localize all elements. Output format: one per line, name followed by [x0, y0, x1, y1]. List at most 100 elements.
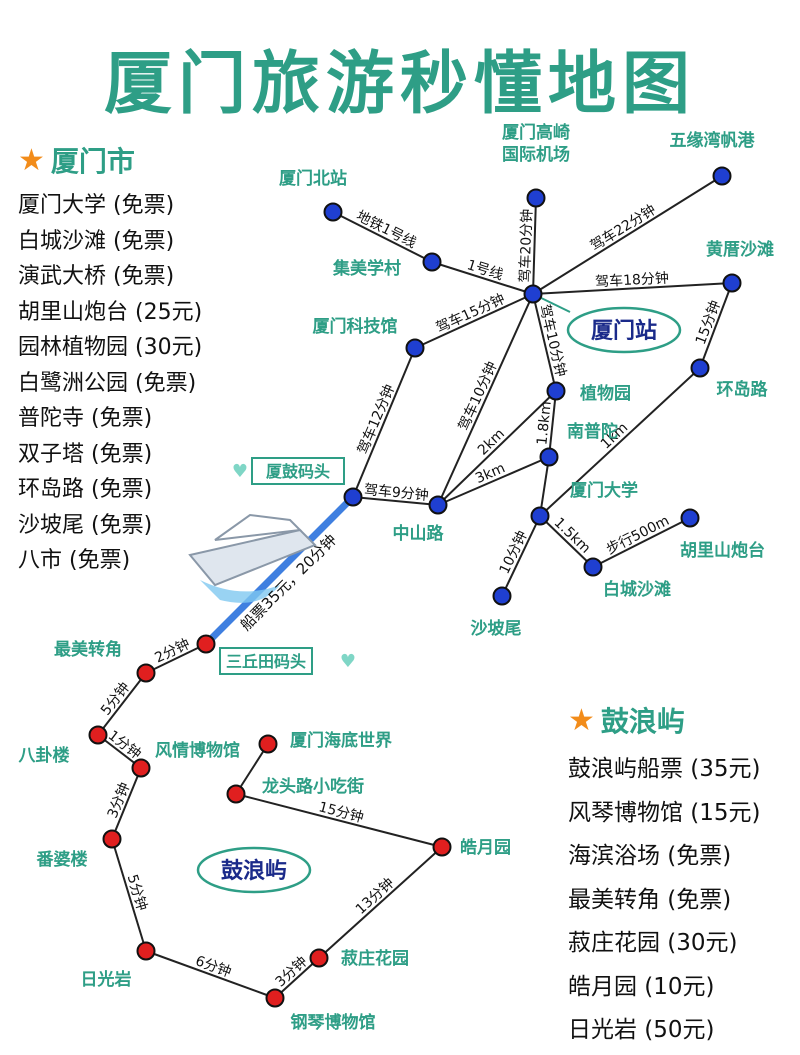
stop-hulishan: [680, 508, 700, 528]
stop-label: 集美学村: [332, 258, 401, 279]
route-line: [501, 515, 541, 597]
sanqiutian-dock: 三丘田码头♥: [219, 647, 356, 675]
route-line: [352, 496, 439, 506]
gulangyu-attraction-item: 菽庄花园 (30元): [568, 930, 738, 956]
route-line: [532, 197, 537, 295]
stop-label: 厦门北站: [279, 168, 347, 189]
star-icon: ★: [568, 702, 595, 738]
route-label: 驾车22分钟: [587, 201, 659, 255]
route-line: [539, 456, 550, 517]
stop-wuyuan: [712, 166, 732, 186]
route-line: [699, 282, 733, 369]
stop-zhiwu: [546, 381, 566, 401]
route-line: [145, 950, 276, 999]
page-title: 厦门旅游秒懂地图: [103, 45, 696, 124]
route-line: [235, 743, 269, 795]
route-line: [318, 846, 443, 959]
route-line: [332, 211, 433, 263]
stop-labels: 厦门北站集美学村厦门高崎国际机场五缘湾帆港黄厝沙滩厦门科技馆环岛路植物园南普陀中…: [19, 122, 775, 1033]
stop-label: 最美转角: [54, 639, 122, 660]
xiamen-panel-heading: ★ 厦门市: [18, 140, 202, 180]
stop-label: 中山路: [393, 523, 445, 544]
xiamen-attraction-item: 园林植物园 (30元): [18, 335, 203, 360]
gulangyu-attraction-list: 鼓浪屿船票 (35元)风琴博物馆 (15元)海滨浴场 (免票)最美转角 (免票)…: [568, 748, 761, 1053]
ferry-boat-icon: [188, 513, 317, 603]
route-label: 2分钟: [152, 635, 193, 666]
stop-label: 国际机场: [502, 144, 570, 165]
stop-label: 厦门科技馆: [313, 316, 398, 337]
heart-icon: ♥: [232, 461, 248, 482]
route-label: 步行500m: [604, 513, 672, 558]
stop-shapowei: [492, 586, 512, 606]
route-line: [111, 838, 147, 952]
route-label: 驾车12分钟: [354, 382, 398, 457]
route-line: [414, 293, 534, 349]
xiamen-attraction-item: 八市 (免票): [18, 548, 131, 573]
route-line: [352, 347, 416, 498]
stop-label: 厦门高崎: [502, 122, 570, 143]
route-label: 驾车10分钟: [536, 303, 570, 379]
stop-xiagu: [343, 487, 363, 507]
stop-keji: [405, 338, 425, 358]
route-label: 驾车15分钟: [433, 290, 507, 336]
route-label: 驾车18分钟: [595, 269, 670, 290]
xiamen-attraction-item: 演武大桥 (免票): [18, 264, 175, 289]
stop-label: 黄厝沙滩: [706, 239, 774, 260]
stop-label: 龙头路小吃街: [261, 776, 364, 797]
gulangyu-attraction-item: 海滨浴场 (免票): [568, 843, 732, 869]
gulangyu-attraction-item: 皓月园 (10元): [568, 973, 715, 1000]
stop-baicheng: [583, 557, 603, 577]
route-line: [437, 293, 534, 506]
heart-icon: ♥: [340, 651, 356, 672]
stop-label: 风情博物馆: [155, 740, 240, 761]
route-lines: [97, 175, 733, 999]
route-label: 地铁1号线: [354, 208, 419, 252]
ferry-line: [203, 494, 356, 647]
star-icon: ★: [18, 142, 45, 178]
xiamen-attraction-item: 环岛路 (免票): [18, 477, 153, 502]
route-line: [431, 261, 534, 295]
stop-bagua: [88, 725, 108, 745]
stop-label: 八卦楼: [19, 745, 70, 766]
route-label: 驾车9分钟: [363, 481, 429, 504]
stop-gangqin: [265, 988, 285, 1008]
xiamen-heading-text: 厦门市: [50, 145, 135, 178]
stop-fanpo: [102, 829, 122, 849]
xiamen-attraction-item: 胡里山炮台 (25元): [18, 299, 203, 325]
stop-airport: [526, 188, 546, 208]
stop-zhongshan: [428, 495, 448, 515]
route-label: 15分钟: [692, 298, 724, 347]
xiamen-attraction-item: 厦门大学 (免票): [18, 193, 175, 218]
stop-shuzhuang: [309, 948, 329, 968]
xiamen-attraction-item: 沙坡尾 (免票): [18, 512, 153, 538]
stop-sanqiutian: [196, 634, 216, 654]
stop-zuimei: [136, 663, 156, 683]
stop-label: 日光岩: [81, 969, 132, 990]
stop-xmstation: [523, 284, 543, 304]
route-label: 驾车10分钟: [455, 359, 501, 433]
route-label: 1.8km: [534, 400, 555, 445]
stop-haoyue: [432, 837, 452, 857]
xiamen-attraction-item: 双子塔 (免票): [18, 441, 153, 467]
route-line: [111, 767, 142, 840]
route-line: [539, 515, 594, 568]
gulangyu-region-label: 鼓浪屿: [221, 858, 287, 884]
route-line: [548, 390, 557, 458]
stop-label: 菽庄花园: [341, 948, 409, 969]
stop-label: 南普陀: [567, 421, 618, 442]
route-label: 驾车20分钟: [516, 209, 535, 283]
gulangyu-attraction-item: 鼓浪屿船票 (35元): [568, 756, 761, 782]
gulangyu-attraction-item: 最美转角 (免票): [568, 886, 732, 913]
route-line: [592, 517, 691, 568]
xiamen-station-label: 厦门站: [591, 318, 657, 344]
route-line: [437, 456, 550, 506]
stop-label: 白城沙滩: [603, 579, 671, 600]
stop-haidi: [258, 734, 278, 754]
route-line: [97, 672, 147, 736]
gulangyu-region: 鼓浪屿: [196, 846, 312, 894]
route-line: [539, 367, 701, 517]
stop-label: 厦门海底世界: [290, 730, 392, 751]
route-line: [437, 390, 557, 506]
